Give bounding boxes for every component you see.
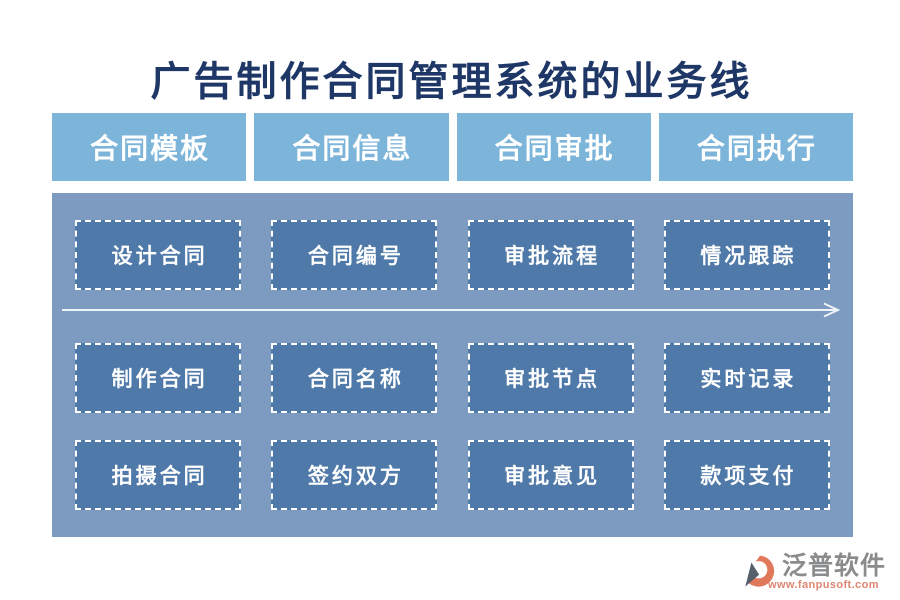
node-shoot-contract: 拍摄合同 <box>75 440 242 510</box>
page-title: 广告制作合同管理系统的业务线 <box>150 59 753 104</box>
node-contract-name: 合同名称 <box>271 343 438 413</box>
node-realtime-record: 实时记录 <box>663 343 830 413</box>
node-status-tracking: 情况跟踪 <box>663 220 830 290</box>
fanpu-logo-icon <box>745 555 775 587</box>
right-arrow-icon <box>62 302 841 318</box>
tab-contract-execution: 合同执行 <box>658 113 853 181</box>
logo-text-block: 泛普软件 www.fanpusoft.com <box>768 551 886 592</box>
node-signing-parties: 签约双方 <box>271 440 438 510</box>
node-make-contract: 制作合同 <box>75 343 242 413</box>
node-approval-opinion: 审批意见 <box>467 440 634 510</box>
fanpu-logo: 泛普软件 www.fanpusoft.com <box>741 552 886 592</box>
node-approval-node: 审批节点 <box>467 343 634 413</box>
tab-contract-info: 合同信息 <box>254 113 449 181</box>
node-row-2: 制作合同 合同名称 审批节点 实时记录 <box>60 343 845 413</box>
flow-arrow-row <box>60 290 845 343</box>
node-design-contract: 设计合同 <box>75 220 242 290</box>
node-payment: 款项支付 <box>663 440 830 510</box>
logo-company-name: 泛普软件 <box>781 551 886 580</box>
tab-contract-template: 合同模板 <box>52 113 247 181</box>
node-contract-number: 合同编号 <box>271 220 438 290</box>
node-row-3: 拍摄合同 签约双方 审批意见 款项支付 <box>60 440 845 510</box>
header-tab-row: 合同模板 合同信息 合同审批 合同执行 <box>52 113 853 181</box>
node-row-1: 设计合同 合同编号 审批流程 情况跟踪 <box>60 220 845 290</box>
main-panel: 设计合同 合同编号 审批流程 情况跟踪 制作合同 合同名称 审批节点 实时记录 … <box>52 193 853 537</box>
logo-website-url: www.fanpusoft.com <box>767 579 879 592</box>
node-approval-process: 审批流程 <box>467 220 634 290</box>
tab-contract-approval: 合同审批 <box>456 113 651 181</box>
